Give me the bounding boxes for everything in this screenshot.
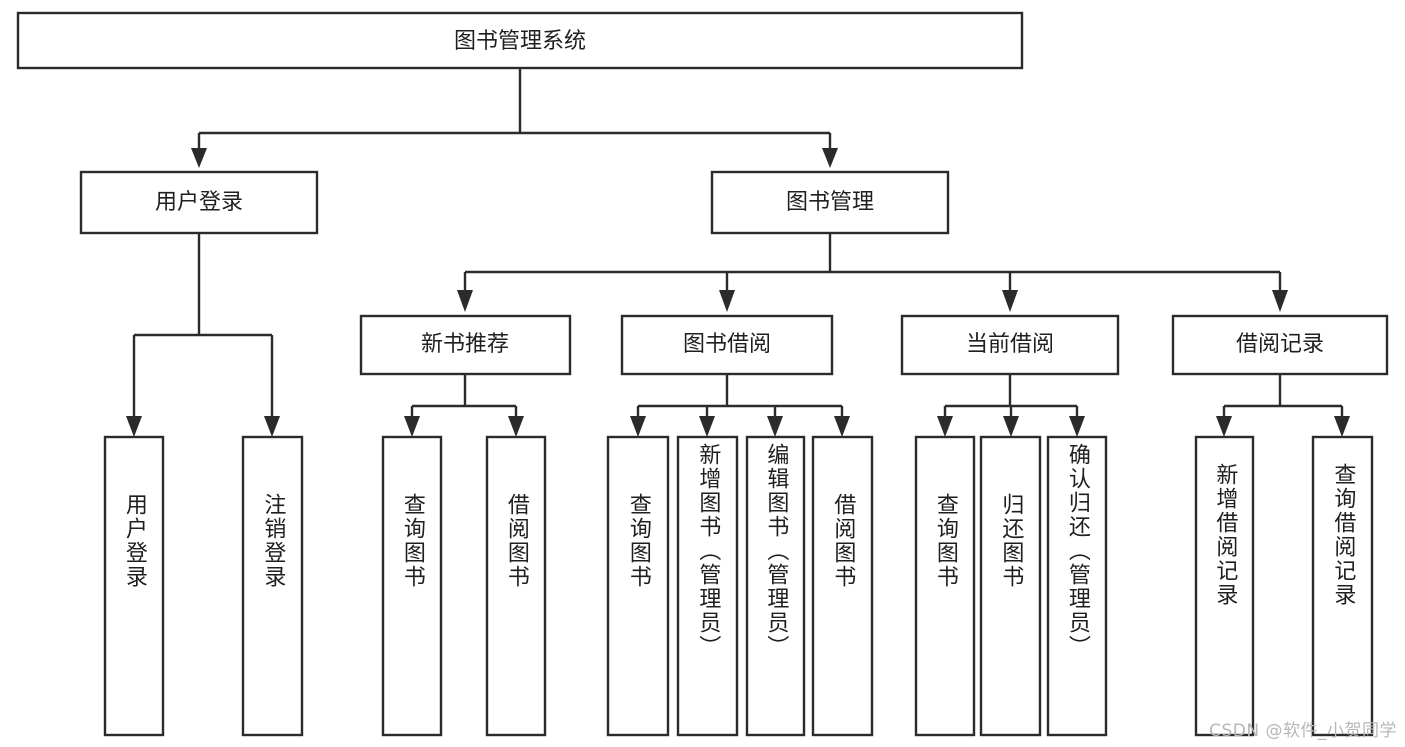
arrow-to-leaf-query-book-1 — [404, 416, 420, 437]
node-root-label: 图书管理系统 — [454, 29, 586, 54]
node-new-book[interactable]: 新书推荐 — [359, 314, 572, 376]
leaf-box-query-book-3[interactable] — [914, 435, 976, 737]
node-book-manage-label: 图书管理 — [786, 190, 874, 215]
node-borrow-record[interactable]: 借阅记录 — [1171, 314, 1389, 376]
leaf-box-confirm-return[interactable] — [1046, 435, 1108, 737]
leaf-box-return-book[interactable] — [979, 435, 1042, 737]
arrow-to-leaf-add-book — [699, 416, 715, 437]
arrow-to-borrow-record — [1272, 290, 1288, 312]
node-user-login[interactable]: 用户登录 — [79, 170, 319, 235]
node-book-borrow-label: 图书借阅 — [683, 332, 771, 357]
node-book-manage-box[interactable] — [710, 170, 950, 235]
leaf-box-borrow-book-2[interactable] — [811, 435, 874, 737]
leaf-box-user-login[interactable] — [103, 435, 165, 737]
arrow-to-leaf-return-book — [1003, 416, 1019, 437]
node-book-borrow[interactable]: 图书借阅 — [620, 314, 834, 376]
leaf-box-logout[interactable] — [241, 435, 304, 737]
csdn-watermark: CSDN @软件_小贺同学 — [1209, 721, 1397, 741]
leaf-box-borrow-book-1[interactable] — [485, 435, 547, 737]
arrow-to-leaf-user-login — [126, 416, 142, 437]
leaf-box-query-book-2[interactable] — [606, 435, 670, 737]
node-borrow-record-box[interactable] — [1171, 314, 1389, 376]
arrow-to-new-book — [457, 290, 473, 312]
node-current-borrow-box[interactable] — [900, 314, 1120, 376]
node-root[interactable]: 图书管理系统 — [16, 11, 1024, 70]
node-user-login-label: 用户登录 — [155, 190, 243, 215]
node-borrow-record-label: 借阅记录 — [1236, 332, 1324, 357]
leaf-box-add-book[interactable] — [676, 435, 739, 737]
arrow-to-leaf-edit-book — [767, 416, 783, 437]
arrow-to-leaf-add-record — [1216, 416, 1232, 437]
node-current-borrow[interactable]: 当前借阅 — [900, 314, 1120, 376]
leaf-box-query-record[interactable] — [1311, 435, 1374, 737]
arrow-to-book-manage — [822, 148, 838, 168]
leaf-box-edit-book[interactable] — [745, 435, 806, 737]
arrow-to-user-login — [191, 148, 207, 168]
node-root-box[interactable] — [16, 11, 1024, 70]
arrow-to-current-borrow — [1002, 290, 1018, 312]
arrow-to-leaf-query-book-3 — [937, 416, 953, 437]
leaf-box-add-record[interactable] — [1194, 435, 1255, 737]
node-current-borrow-label: 当前借阅 — [966, 332, 1054, 357]
node-new-book-label: 新书推荐 — [421, 332, 509, 357]
leaf-box-query-book-1[interactable] — [381, 435, 443, 737]
arrow-to-leaf-confirm-return — [1069, 416, 1085, 437]
node-book-borrow-box[interactable] — [620, 314, 834, 376]
arrow-to-book-borrow — [719, 290, 735, 312]
arrow-to-leaf-logout — [264, 416, 280, 437]
arrow-to-leaf-borrow-book-1 — [508, 416, 524, 437]
node-book-manage[interactable]: 图书管理 — [710, 170, 950, 235]
arrow-to-leaf-borrow-book-2 — [834, 416, 850, 437]
arrow-to-leaf-query-record — [1334, 416, 1350, 437]
node-new-book-box[interactable] — [359, 314, 572, 376]
arrow-to-leaf-query-book-2 — [630, 416, 646, 437]
